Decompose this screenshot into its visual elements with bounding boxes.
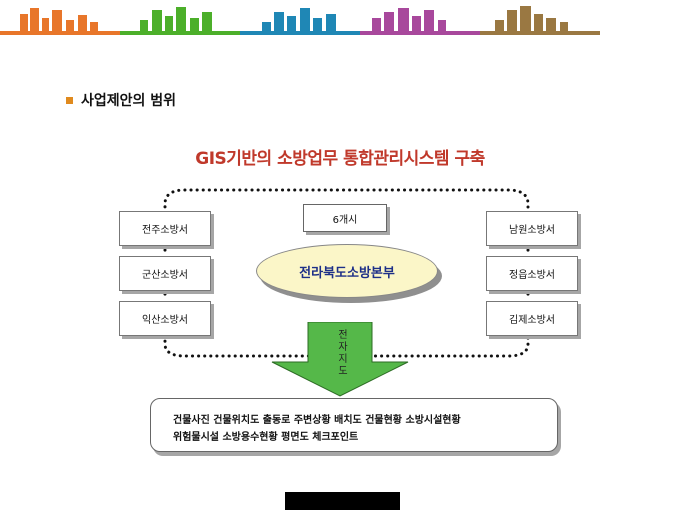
station-right-2: 정읍소방서 <box>486 256 578 291</box>
bullet-icon <box>66 96 73 104</box>
station-left-1: 전주소방서 <box>119 211 211 246</box>
down-arrow <box>271 322 409 397</box>
headquarters-ellipse: 전라북도소방본부 <box>256 244 438 298</box>
section-title: 사업제안의 범위 <box>81 93 177 109</box>
skyline-green <box>120 7 240 35</box>
arrow-label: 전자지도 <box>338 330 348 377</box>
station-right-1: 남원소방서 <box>486 211 578 246</box>
diagram-title: GIS기반의 소방업무 통합관리시스템 구축 <box>195 149 485 169</box>
station-left-3: 익산소방서 <box>119 301 211 336</box>
skyline-blue <box>240 8 360 35</box>
info-line-1: 건물사진 건물위치도 출동로 주변상황 배치도 건물현황 소방시설현황 <box>173 415 461 426</box>
skyline-orange <box>0 8 120 35</box>
skyline-brown <box>480 6 600 35</box>
station-right-3: 김제소방서 <box>486 301 578 336</box>
city-count-box: 6개시 <box>303 204 387 232</box>
footer-bar <box>285 492 400 510</box>
info-items-box: 건물사진 건물위치도 출동로 주변상황 배치도 건물현황 소방시설현황 위험물시… <box>150 398 558 452</box>
skyline-banner <box>0 6 600 35</box>
station-left-2: 군산소방서 <box>119 256 211 291</box>
info-line-2: 위험물시설 소방용수현황 평면도 체크포인트 <box>173 432 359 443</box>
skyline-purple <box>360 8 480 35</box>
section-heading: 사업제안의 범위 <box>66 90 176 110</box>
